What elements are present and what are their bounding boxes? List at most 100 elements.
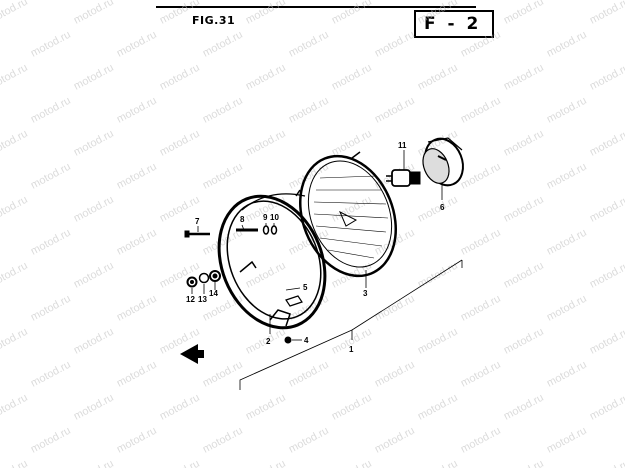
watermark-text: motod.ru (244, 392, 288, 423)
watermark-text: motod.ru (29, 161, 73, 192)
watermark-text: motod.ru (201, 29, 245, 60)
watermark-text: motod.ru (244, 62, 288, 93)
socket-cover (422, 137, 464, 187)
watermark-text: motod.ru (459, 29, 503, 60)
watermark-text: motod.ru (416, 392, 460, 423)
watermark-text: motod.ru (158, 458, 202, 468)
label-3: 3 (363, 289, 368, 298)
watermark-text: motod.ru (545, 359, 589, 390)
watermark-text: motod.ru (72, 62, 116, 93)
watermark-text: motod.ru (588, 260, 625, 291)
watermark-text: motod.ru (373, 293, 417, 324)
watermark-text: motod.ru (29, 425, 73, 456)
watermark-text: motod.ru (588, 62, 625, 93)
watermark-text: motod.ru (588, 326, 625, 357)
watermark-text: motod.ru (29, 95, 73, 126)
watermark-text: motod.ru (330, 194, 374, 225)
watermark-text: motod.ru (72, 128, 116, 159)
watermark-text: motod.ru (158, 128, 202, 159)
watermark-text: motod.ru (502, 194, 546, 225)
watermark-text: motod.ru (115, 227, 159, 258)
watermark-text: motod.ru (72, 458, 116, 468)
label-10: 10 (270, 213, 279, 222)
label-1: 1 (349, 345, 354, 354)
watermark-text: motod.ru (244, 128, 288, 159)
watermark-text: motod.ru (459, 293, 503, 324)
washer-13 (198, 272, 210, 284)
watermark-text: motod.ru (588, 458, 625, 468)
watermark-text: motod.ru (502, 392, 546, 423)
watermark-text: motod.ru (72, 0, 116, 27)
watermark-text: motod.ru (72, 260, 116, 291)
watermark-text: motod.ru (115, 293, 159, 324)
label-9: 9 (263, 213, 268, 222)
label-6: 6 (440, 203, 445, 212)
watermark-text: motod.ru (330, 392, 374, 423)
watermark-text: motod.ru (0, 62, 30, 93)
watermark-text: motod.ru (201, 425, 245, 456)
watermark-text: motod.ru (158, 62, 202, 93)
watermark-text: motod.ru (201, 293, 245, 324)
watermark-text: motod.ru (29, 227, 73, 258)
watermark-text: motod.ru (416, 326, 460, 357)
watermark-text: motod.ru (158, 392, 202, 423)
screw-4 (284, 336, 292, 344)
watermark-text: motod.ru (72, 392, 116, 423)
watermark-text: motod.ru (115, 425, 159, 456)
label-7: 7 (195, 217, 200, 226)
watermark-text: motod.ru (502, 0, 546, 27)
watermark-text: motod.ru (72, 194, 116, 225)
watermark-text: motod.ru (115, 359, 159, 390)
watermark-text: motod.ru (201, 359, 245, 390)
label-4: 4 (304, 336, 309, 345)
label-12: 12 (186, 295, 195, 304)
watermark-text: motod.ru (588, 392, 625, 423)
watermark-text: motod.ru (502, 260, 546, 291)
screw-7 (184, 230, 210, 238)
watermark-text: motod.ru (373, 425, 417, 456)
watermark-text: motod.ru (502, 326, 546, 357)
watermark-text: motod.ru (588, 194, 625, 225)
nut-12 (186, 276, 198, 288)
watermark-text: motod.ru (459, 425, 503, 456)
watermark-text: motod.ru (0, 194, 30, 225)
watermark-text: motod.ru (29, 359, 73, 390)
watermark-text: motod.ru (459, 227, 503, 258)
washer-14 (209, 270, 221, 282)
watermark-text: motod.ru (373, 95, 417, 126)
watermark-text: motod.ru (0, 128, 30, 159)
watermark-text: motod.ru (416, 62, 460, 93)
front-direction-arrow (180, 344, 204, 364)
watermark-text: motod.ru (201, 161, 245, 192)
watermark-text: motod.ru (545, 29, 589, 60)
watermark-text: motod.ru (416, 194, 460, 225)
washer-10 (270, 225, 278, 235)
label-13: 13 (198, 295, 207, 304)
watermark-text: motod.ru (201, 95, 245, 126)
watermark-text: motod.ru (287, 359, 331, 390)
watermark-text: motod.ru (287, 95, 331, 126)
sealed-beam-unit (295, 151, 398, 278)
watermark-text: motod.ru (0, 392, 30, 423)
section-code-box: F - 2 (414, 10, 494, 38)
watermark-text: motod.ru (459, 95, 503, 126)
bulb-socket (386, 169, 421, 187)
watermark-text: motod.ru (330, 458, 374, 468)
watermark-text: motod.ru (545, 161, 589, 192)
watermark-text: motod.ru (373, 359, 417, 390)
watermark-text: motod.ru (0, 260, 30, 291)
watermark-text: motod.ru (115, 29, 159, 60)
watermark-text: motod.ru (459, 359, 503, 390)
label-14: 14 (209, 289, 218, 298)
watermark-text: motod.ru (29, 29, 73, 60)
watermark-text: motod.ru (545, 227, 589, 258)
watermark-text: motod.ru (0, 326, 30, 357)
watermark-text: motod.ru (330, 128, 374, 159)
watermark-text: motod.ru (158, 0, 202, 27)
watermark-text: motod.ru (502, 128, 546, 159)
watermark-text: motod.ru (0, 0, 30, 27)
watermark-text: motod.ru (115, 161, 159, 192)
label-8: 8 (240, 215, 245, 224)
watermark-text: motod.ru (115, 95, 159, 126)
